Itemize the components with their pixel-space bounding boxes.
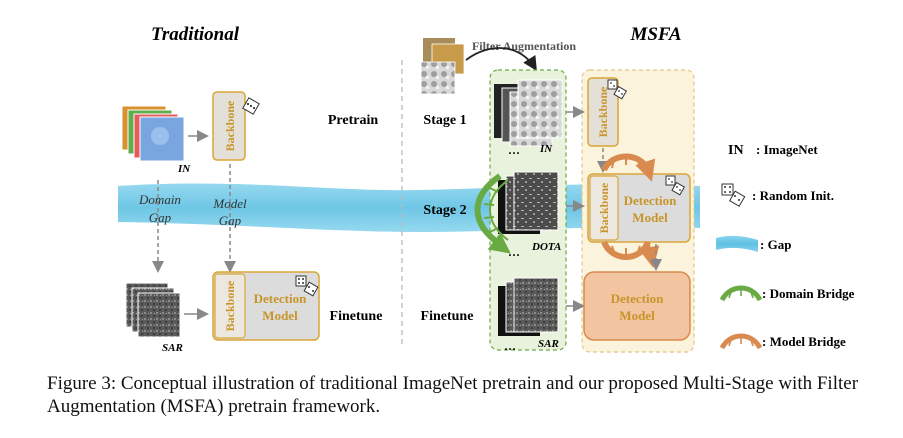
dota-stack	[498, 171, 559, 234]
detection-model-label-3a: Detection	[611, 291, 664, 306]
legend-dice-icon	[721, 183, 746, 207]
domain-gap-label-2: Gap	[149, 210, 172, 225]
sar-stack-right	[498, 277, 559, 336]
dice-icon	[242, 97, 260, 115]
figure-caption: Figure 3: Conceptual illustration of tra…	[47, 373, 859, 417]
model-bridge-lower	[601, 240, 660, 268]
legend-in-text: : ImageNet	[756, 142, 818, 157]
dice-icon	[665, 175, 686, 196]
dota-label: DOTA	[531, 241, 561, 253]
filter-augmentation-arrow	[465, 47, 537, 72]
ellipsis-3: …	[504, 339, 516, 353]
in-label-right: IN	[539, 143, 553, 155]
detection-model-label-3b: Model	[619, 308, 655, 323]
legend-gap: : Gap	[760, 237, 791, 252]
sar-stack-left	[125, 282, 181, 338]
sar-label-left: SAR	[162, 342, 183, 354]
detection-model-final	[583, 271, 691, 341]
backbone-finetune-traditional	[214, 273, 246, 339]
detection-model-label-2a: Detection	[624, 193, 677, 208]
detection-model-label-1a: Detection	[254, 291, 307, 306]
backbone-label-1: Backbone	[223, 100, 237, 151]
traditional-title: Traditional	[151, 24, 240, 45]
detection-model-label-1b: Model	[262, 308, 298, 323]
legend-gap-swatch	[716, 235, 758, 252]
legend-in-key: IN	[728, 143, 744, 158]
msfa-title: MSFA	[629, 24, 681, 45]
ellipsis-1: …	[508, 143, 520, 157]
stage1-label: Stage 1	[423, 113, 466, 128]
legend-random-init: : Random Init.	[752, 188, 834, 203]
dice-icon	[295, 275, 319, 297]
legend-model-bridge: : Model Bridge	[762, 334, 846, 349]
filter-augmentation-label: Filter Augmentation	[472, 39, 576, 53]
model-gap-label-1: Model	[212, 196, 247, 211]
backbone-label-3: Backbone	[596, 86, 610, 137]
ellipsis-2: …	[508, 245, 520, 259]
model-gap-label-2: Gap	[219, 213, 242, 228]
legend-domain-bridge: : Domain Bridge	[762, 286, 855, 301]
domain-bridge	[474, 173, 511, 254]
domain-gap-label-1: Domain	[138, 192, 181, 207]
filter-augmentation-images	[420, 38, 465, 95]
imagenet-stack-right	[494, 79, 563, 147]
backbone-stage1	[587, 77, 619, 147]
backbone-label-2: Backbone	[223, 280, 237, 331]
detection-model-label-2b: Model	[632, 210, 668, 225]
pretrain-label: Pretrain	[328, 113, 378, 128]
model-bridge-upper	[601, 153, 656, 182]
stage2-label: Stage 2	[423, 203, 466, 218]
imagenet-stack-left	[121, 105, 185, 162]
legend-model-bridge-icon	[719, 333, 763, 350]
legend-domain-bridge-icon	[719, 285, 763, 302]
dice-icon	[607, 79, 628, 100]
finetune-label-right: Finetune	[421, 309, 474, 324]
sar-label-right: SAR	[538, 338, 559, 350]
backbone-stage2	[589, 175, 619, 241]
in-label-left: IN	[177, 163, 191, 175]
finetune-label-left: Finetune	[330, 309, 383, 324]
backbone-pretrain-traditional	[212, 91, 246, 161]
backbone-label-4: Backbone	[597, 182, 611, 233]
